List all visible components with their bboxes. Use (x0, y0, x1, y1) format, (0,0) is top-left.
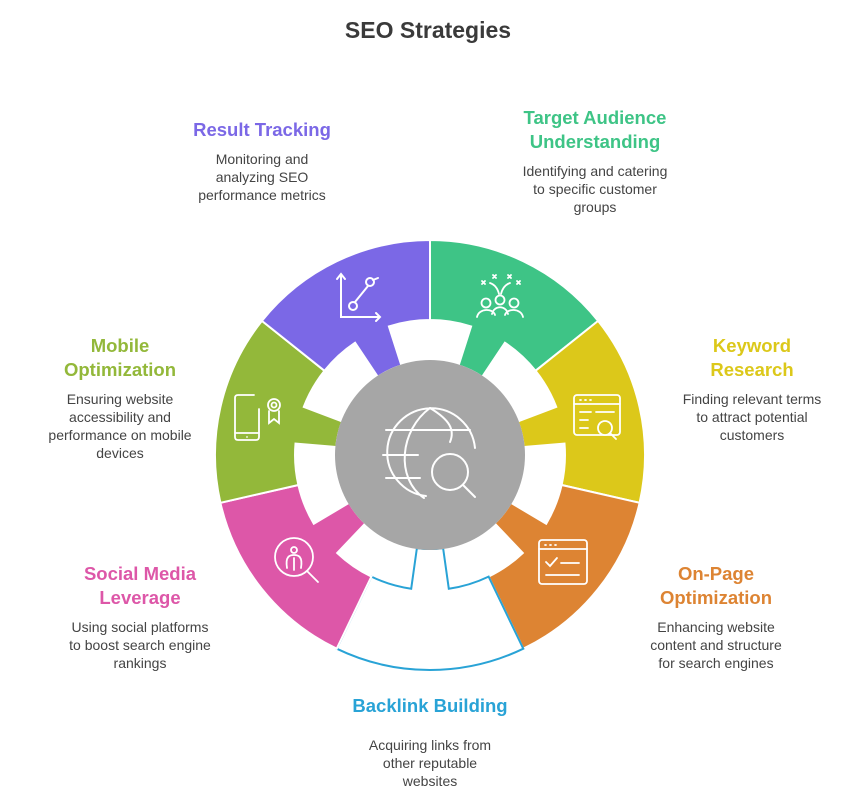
strategy-description: to boost search engine (69, 637, 211, 653)
strategy-title: Keyword (712, 335, 792, 356)
strategy-description: performance metrics (198, 187, 326, 203)
strategy-title: Backlink Building (352, 695, 508, 716)
strategy-description: for search engines (658, 655, 774, 671)
keyword-search-icon (573, 394, 621, 440)
strategy-description: Acquiring links from (368, 737, 492, 753)
segment-target-audience (429, 238, 600, 379)
strategy-description: websites (402, 773, 458, 789)
strategy-title: Optimization (63, 359, 177, 380)
social-search-icon (274, 537, 319, 583)
strategy-description: customers (719, 427, 785, 443)
segment-result-tracking (260, 238, 431, 379)
center-hub (335, 360, 525, 550)
strategy-title: Leverage (99, 587, 181, 608)
checklist-window-icon (538, 539, 588, 585)
strategy-title: Research (710, 359, 794, 380)
mobile-badge-icon (234, 394, 281, 441)
strategy-description: accessibility and (69, 409, 171, 425)
strategy-title: On-Page (677, 563, 755, 584)
segment-backlink-building (335, 546, 525, 671)
strategy-description: other reputable (382, 755, 478, 771)
strategy-description: Using social platforms (71, 619, 209, 635)
strategy-description: rankings (113, 655, 167, 671)
strategy-title: Result Tracking (193, 119, 331, 140)
growth-chart-icon (336, 272, 382, 322)
strategy-description: devices (96, 445, 144, 461)
strategy-title: Target Audience (523, 107, 667, 128)
strategy-description: groups (573, 199, 617, 215)
strategy-title: Understanding (529, 131, 661, 152)
globe-search-icon (382, 407, 476, 499)
strategy-title: Mobile (90, 335, 150, 356)
strategy-description: to specific customer (533, 181, 657, 197)
strategy-description: Monitoring and (215, 151, 309, 167)
strategy-description: Enhancing website (657, 619, 775, 635)
strategy-description: performance on mobile (48, 427, 192, 443)
strategy-description: Identifying and catering (522, 163, 668, 179)
strategy-title: Optimization (659, 587, 773, 608)
strategy-description: content and structure (650, 637, 782, 653)
page-title: SEO Strategies (344, 17, 512, 43)
strategy-description: to attract potential (696, 409, 808, 425)
strategy-title: Social Media (83, 563, 197, 584)
audience-icon (476, 274, 524, 318)
segment-on-page-optimization (487, 483, 641, 651)
strategy-description: Ensuring website (66, 391, 174, 407)
segment-social-media-leverage (219, 483, 373, 651)
strategy-description: Finding relevant terms (682, 391, 822, 407)
strategy-description: analyzing SEO (215, 169, 309, 185)
